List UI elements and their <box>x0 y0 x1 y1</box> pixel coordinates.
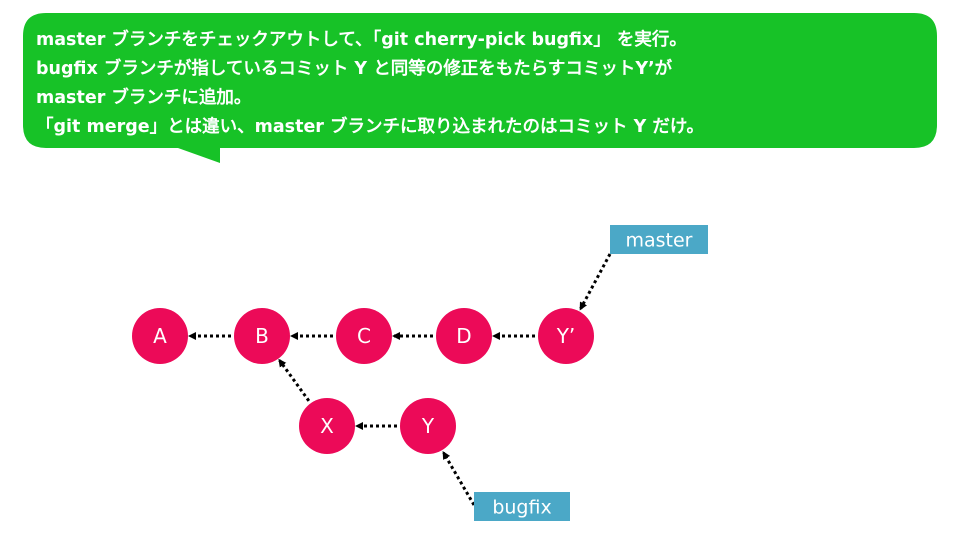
branch-tag-label: bugfix <box>492 497 551 519</box>
branch-tag-master: master <box>610 225 708 254</box>
commit-node-D: D <box>436 308 492 364</box>
commit-circle <box>436 308 492 364</box>
branch-tag-box <box>474 492 570 521</box>
commit-circle <box>234 308 290 364</box>
callout-line-1: master ブランチをチェックアウトして、「git cherry-pick b… <box>36 30 687 50</box>
commit-circle <box>538 308 594 364</box>
commit-node-A: A <box>132 308 188 364</box>
commit-node-B: B <box>234 308 290 364</box>
commit-nodes: A B C D Y’ X Y <box>132 308 594 454</box>
commit-label: C <box>357 324 371 348</box>
commit-node-Yp: Y’ <box>538 308 594 364</box>
branch-pointer-edges <box>442 253 612 506</box>
commit-label: D <box>456 324 471 348</box>
callout-line-4: 「git merge」とは違い、master ブランチに取り込まれたのはコミット… <box>36 117 705 137</box>
callout-text: master ブランチをチェックアウトして、「git cherry-pick b… <box>36 26 926 142</box>
branch-pointer-bugfix <box>442 451 476 506</box>
callout-line-3: master ブランチに追加。 <box>36 88 252 108</box>
branch-tag-label: master <box>625 230 692 252</box>
commit-node-C: C <box>336 308 392 364</box>
branch-tag-box <box>610 225 708 254</box>
commit-edge-X-to-B <box>278 358 311 402</box>
commit-label: B <box>255 324 269 348</box>
branch-tag-bugfix: bugfix <box>474 492 570 521</box>
commit-circle <box>336 308 392 364</box>
commit-label: X <box>320 414 334 438</box>
commit-node-X: X <box>299 398 355 454</box>
commit-circle <box>132 308 188 364</box>
commit-node-Y: Y <box>400 398 456 454</box>
branch-tags: master bugfix <box>474 225 708 521</box>
commit-edges <box>188 332 535 430</box>
callout-bubble <box>23 13 937 163</box>
commit-label: Y <box>421 414 435 438</box>
commit-circle <box>400 398 456 454</box>
commit-circle <box>299 398 355 454</box>
commit-label: A <box>153 324 167 348</box>
callout-line-2: bugfix ブランチが指しているコミット Y と同等の修正をもたらすコミットY… <box>36 59 673 79</box>
commit-label: Y’ <box>556 324 576 348</box>
branch-pointer-master <box>579 253 612 311</box>
